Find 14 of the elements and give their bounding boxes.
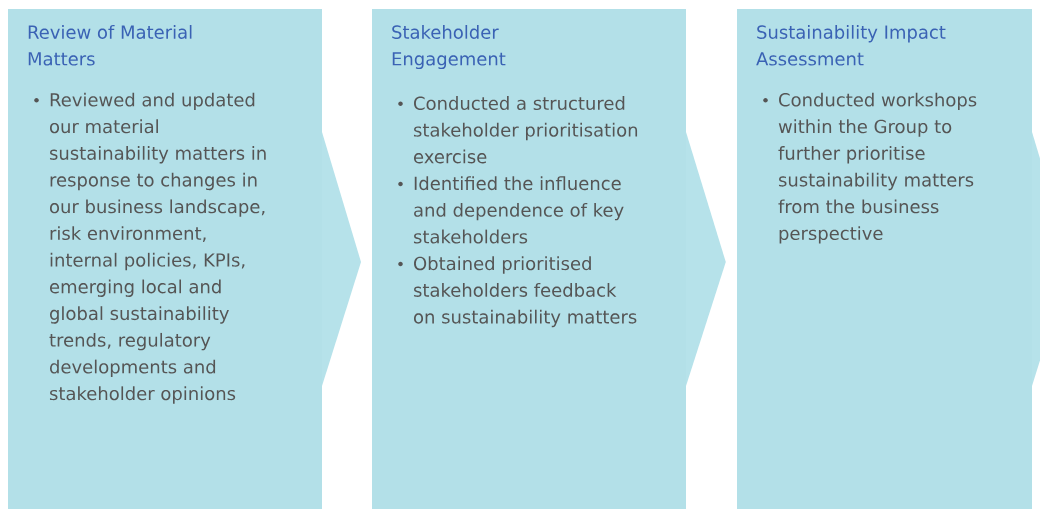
step-heading: Review of Material Matters: [28, 25, 192, 66]
chevron-arrow: [322, 132, 361, 386]
step-box: [8, 9, 322, 509]
bullet-text: Reviewed and updated our material sustainability matters in response to changes in our business landscape, risk environment, internal policies, KPIs, emerging local and global sustainability trends, regulatory developments and stakeholder opinions: [34, 92, 266, 404]
step-heading: Stakeholder Engagement: [392, 25, 506, 70]
step-box: [737, 9, 1032, 509]
bullet-text: Conducted workshops within the Group to further prioritise sustainability matters from the business perspective: [763, 92, 977, 244]
step-heading: Sustainability Impact Assessment: [756, 25, 946, 66]
bullet-text: Obtained prioritised stakeholders feedback on sustainability matters: [398, 256, 637, 328]
bullet-text: Conducted a structured stakeholder prioritisation exercise: [398, 96, 638, 164]
chevron-arrow: [686, 132, 726, 386]
step-box: [372, 9, 686, 509]
chevron-arrow: [1032, 132, 1040, 386]
bullet-text: Identified the influence and dependence of key stakeholders: [398, 176, 624, 244]
